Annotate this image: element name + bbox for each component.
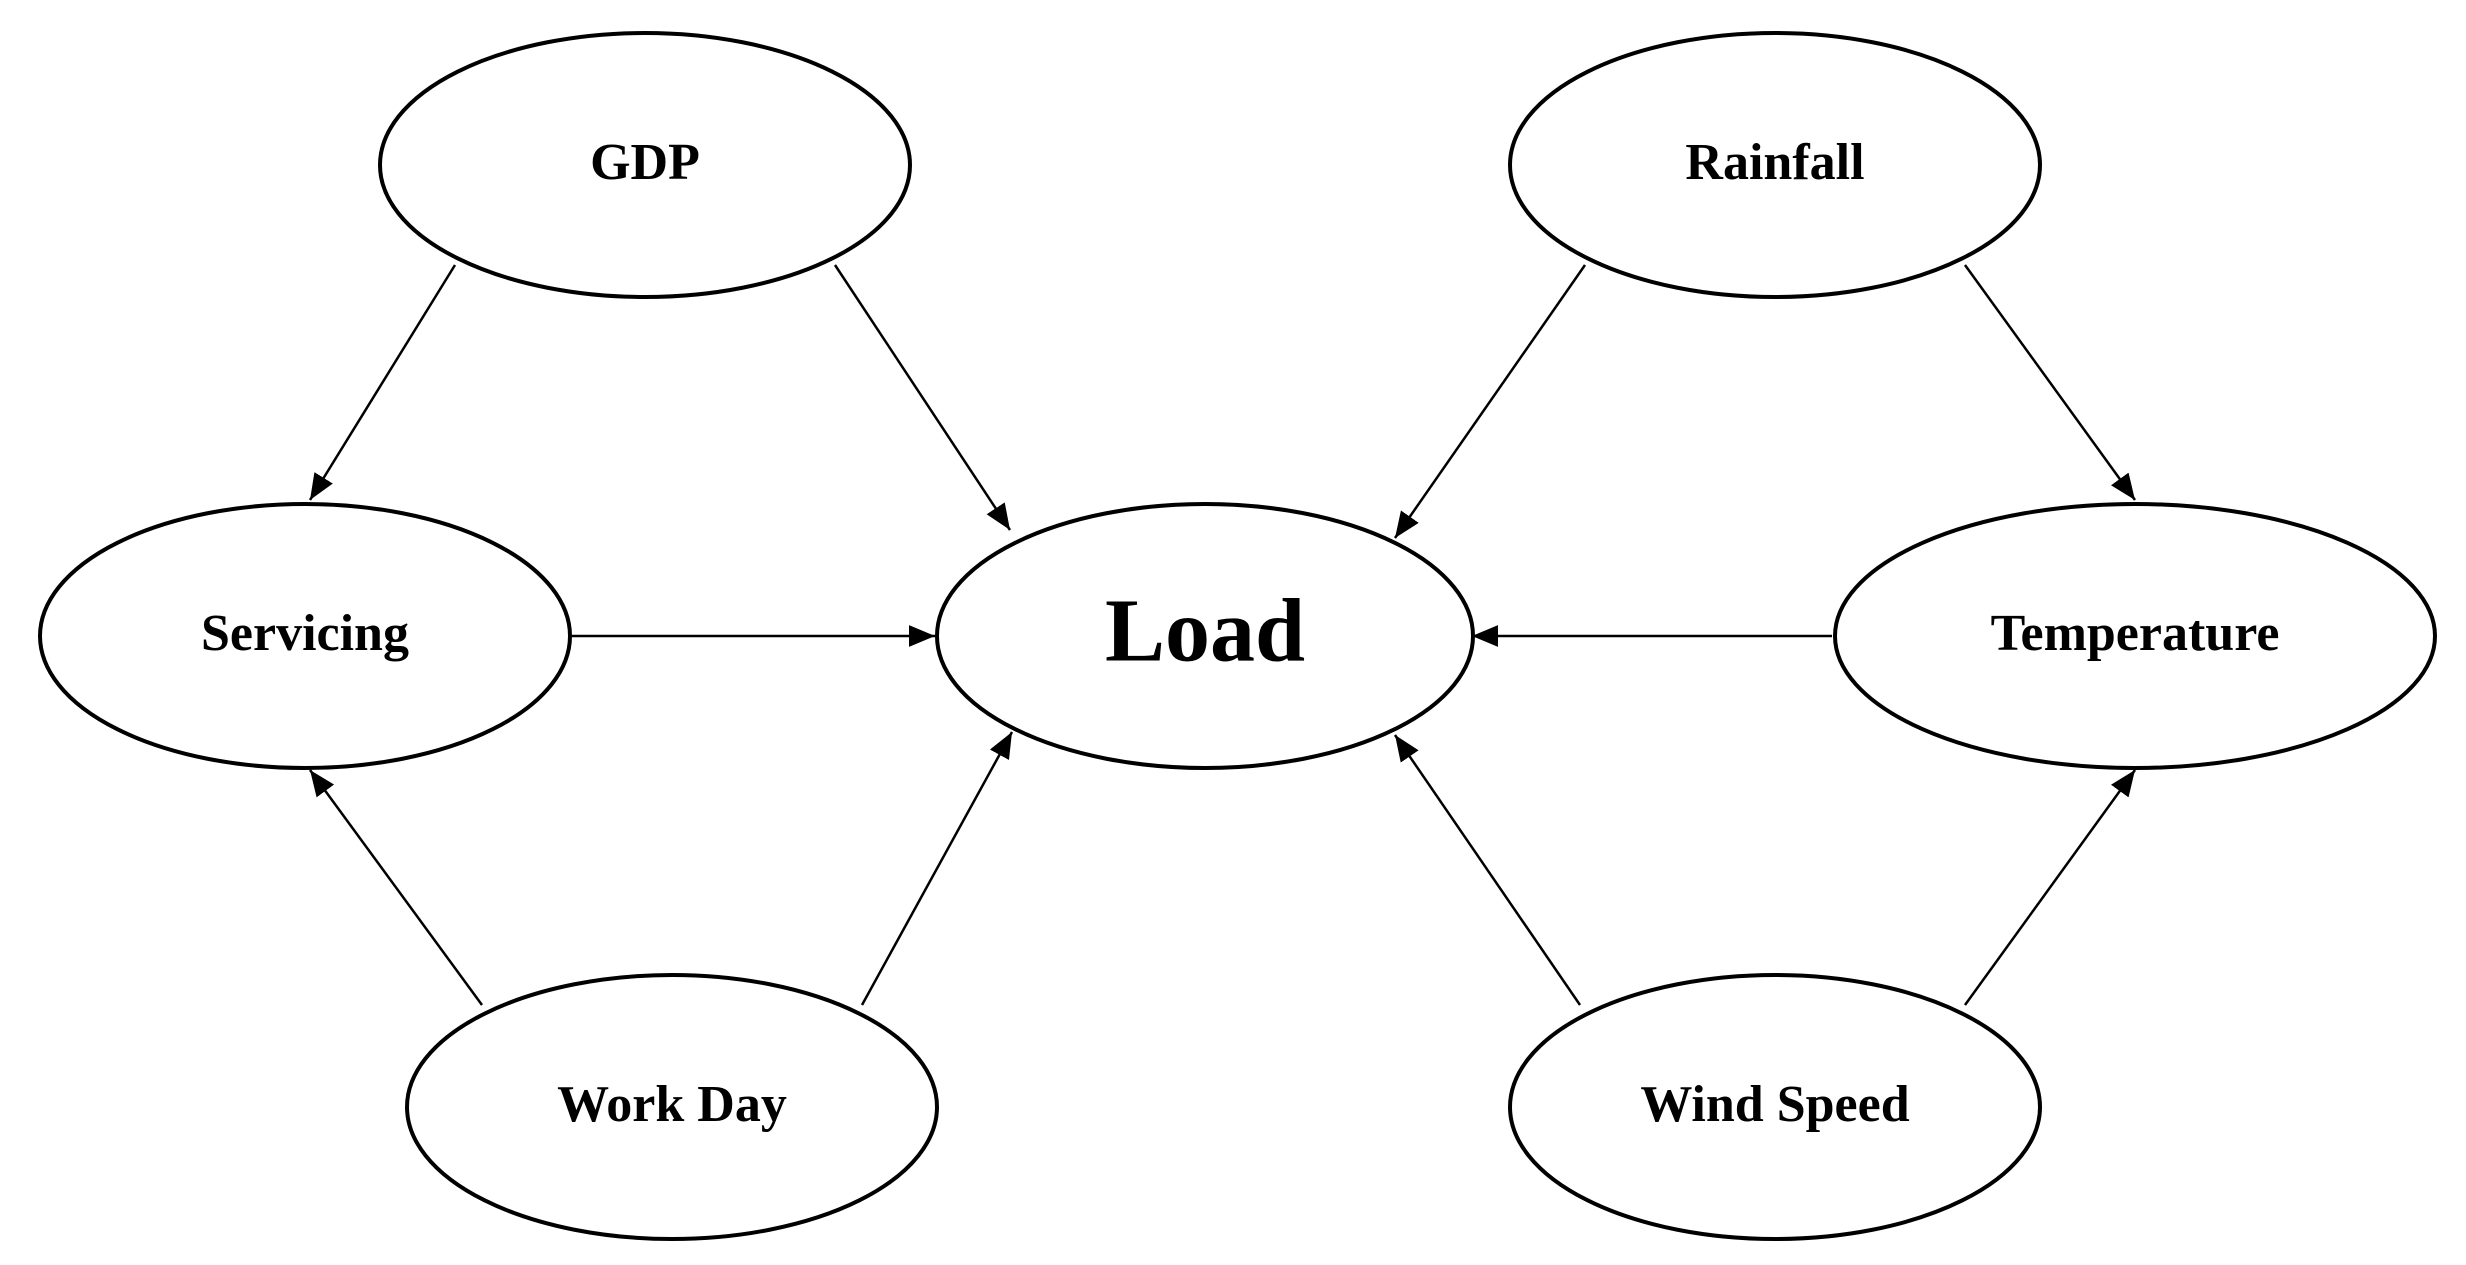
node-gdp-label: GDP [590,134,700,191]
node-work-day-label: Work Day [557,1076,787,1133]
node-temperature: Temperature [1833,502,2437,770]
node-load: Load [935,502,1475,770]
node-servicing-label: Servicing [201,605,409,662]
node-temperature-ellipse [1833,502,2437,770]
node-wind-speed-label: Wind Speed [1640,1076,1909,1133]
node-gdp-ellipse [378,31,912,299]
node-rainfall-label: Rainfall [1685,134,1864,191]
node-work-day: Work Day [405,973,939,1241]
node-servicing: Servicing [38,502,572,770]
edge-rainfall-to-load [1393,264,1587,539]
edge-gdp-to-servicing [308,264,457,501]
edges [308,264,2137,1006]
edge-windspeed-to-load [1393,734,1582,1006]
node-rainfall-ellipse [1508,31,2042,299]
node-servicing-ellipse [38,502,572,770]
edge-workday-to-servicing [308,769,484,1006]
node-temperature-label: Temperature [1991,605,2280,662]
edge-rainfall-to-temperature [1963,264,2137,501]
edge-workday-to-load [860,731,1014,1006]
node-work-day-ellipse [405,973,939,1241]
node-wind-speed-ellipse [1508,973,2042,1241]
node-wind-speed: Wind Speed [1508,973,2042,1241]
edge-windspeed-to-temperature [1963,769,2137,1006]
node-load-label: Load [1105,582,1305,681]
node-gdp: GDP [378,31,912,299]
node-rainfall: Rainfall [1508,31,2042,299]
edge-gdp-to-load [833,264,1012,531]
node-load-ellipse [935,502,1475,770]
